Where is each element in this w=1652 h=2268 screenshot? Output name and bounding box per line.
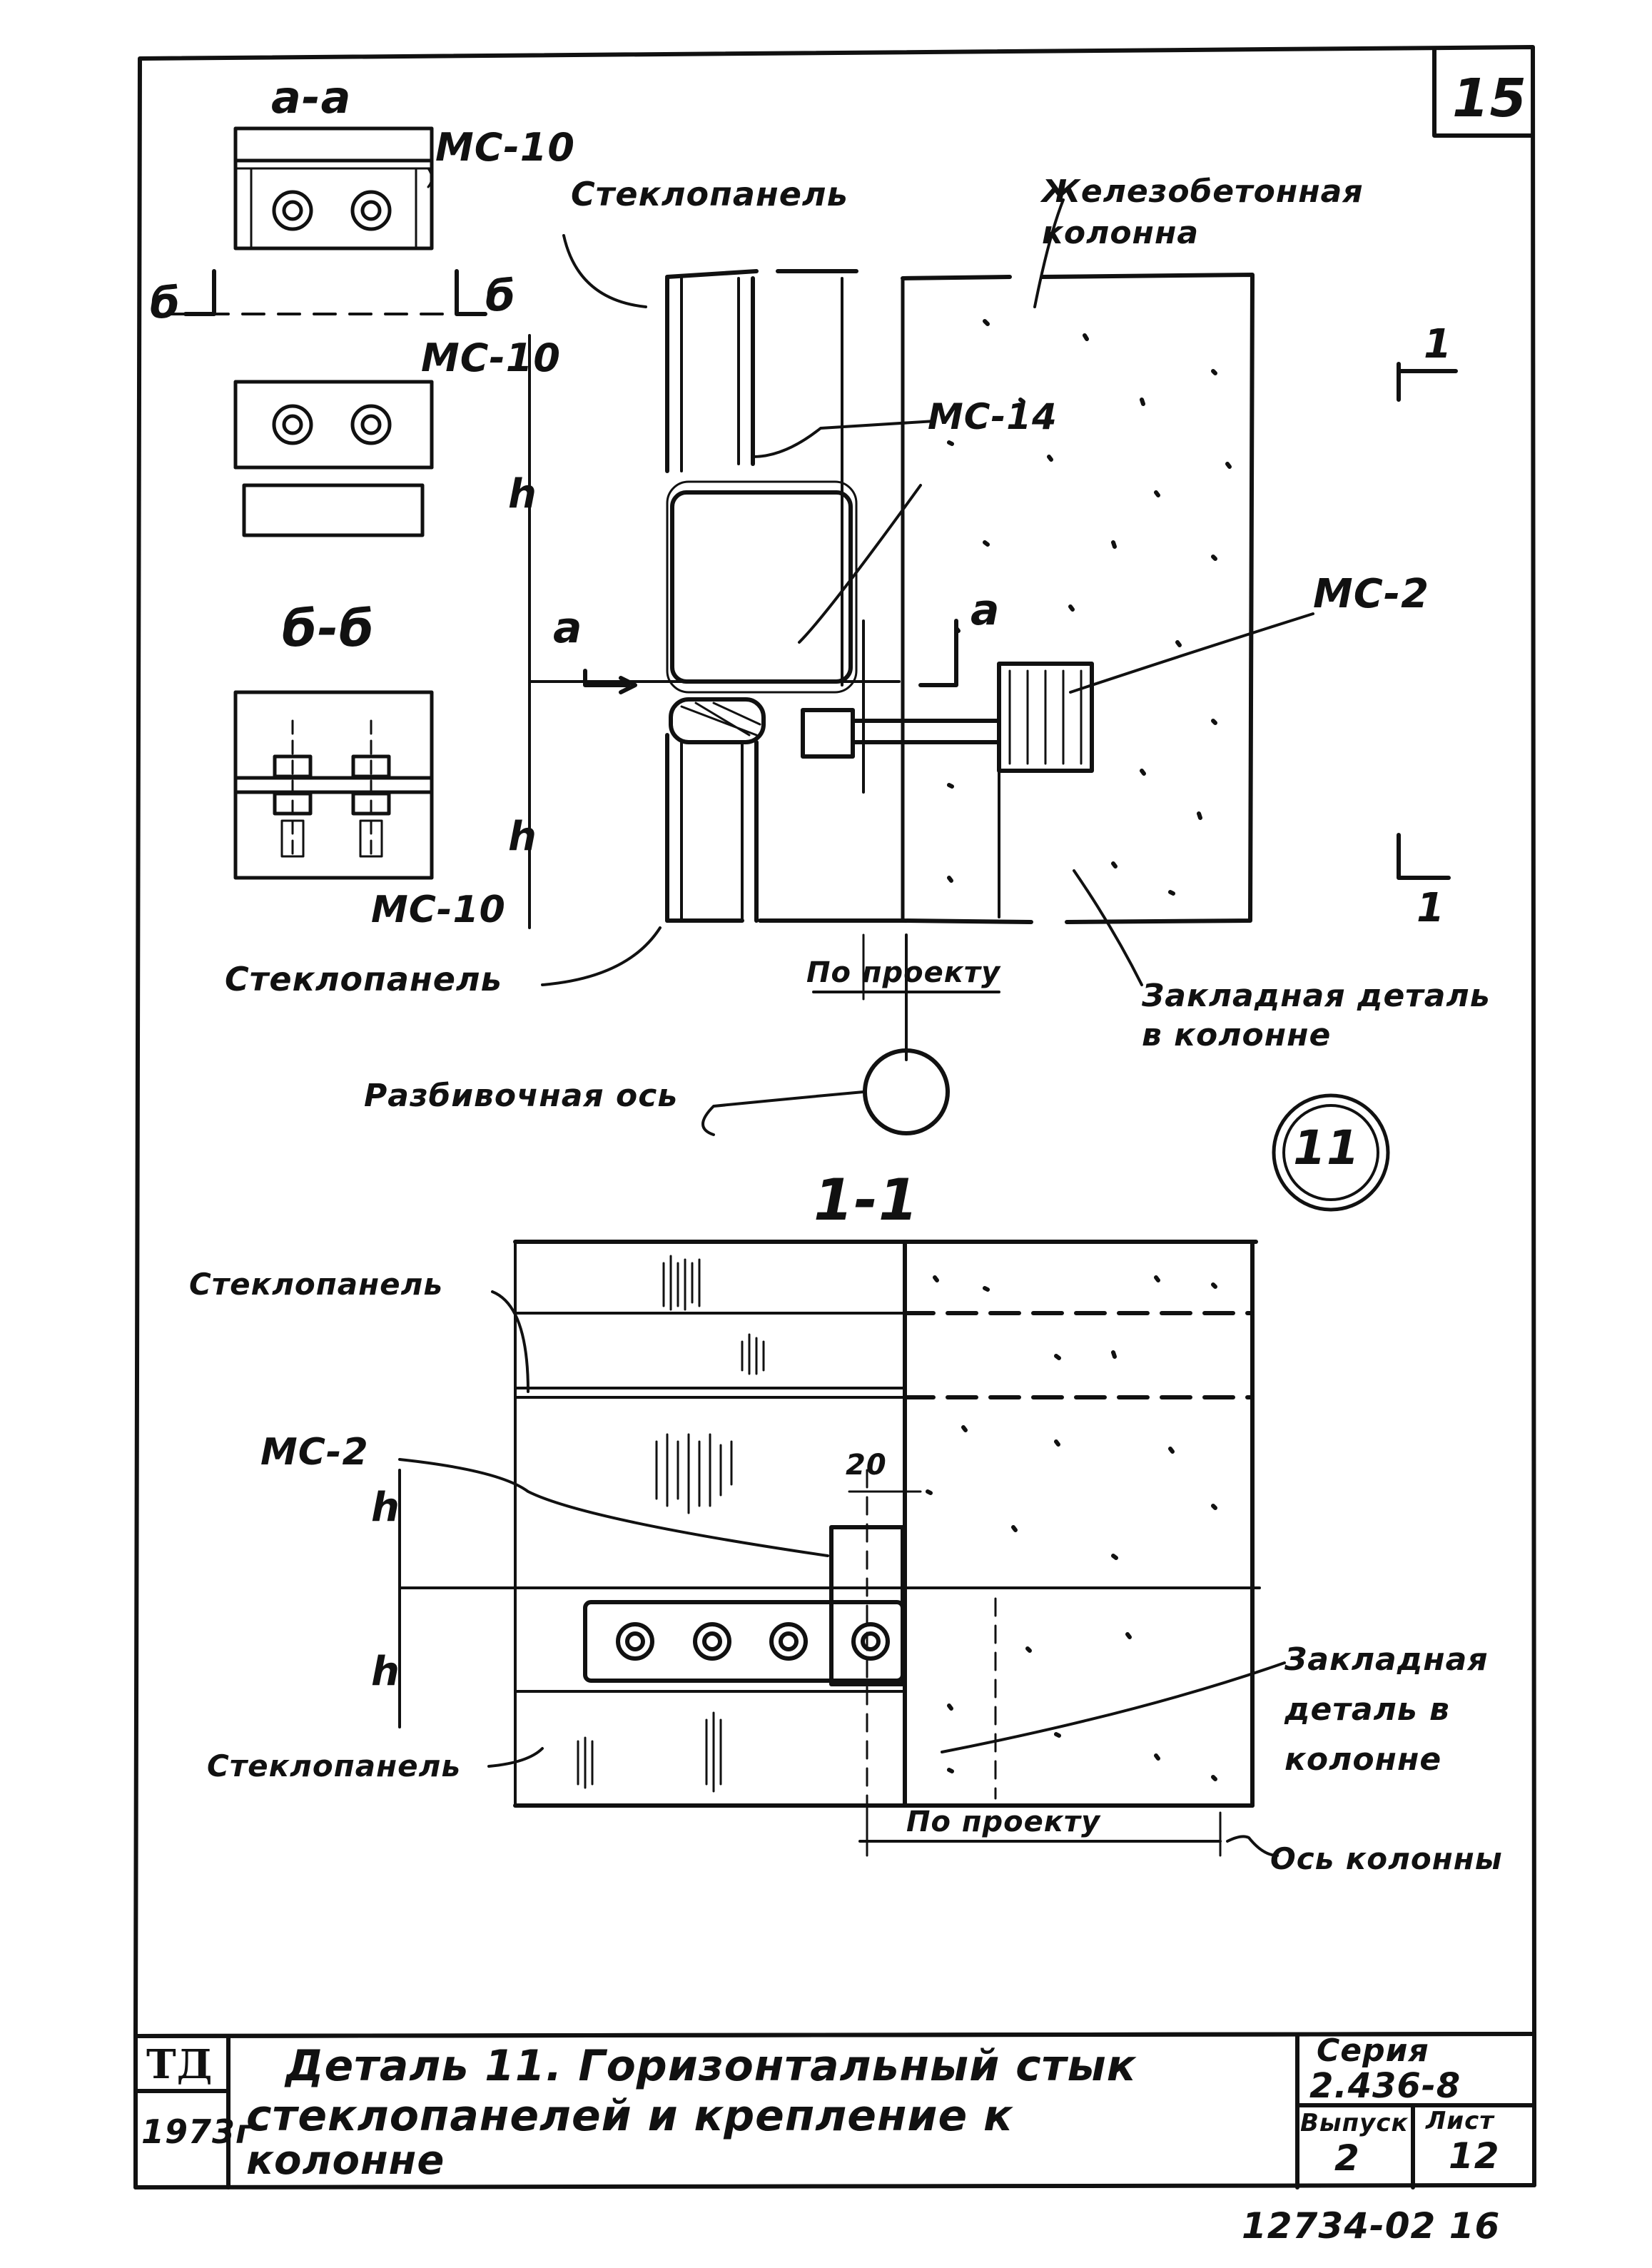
section-mark-top: 1	[1424, 321, 1452, 368]
label-embedded-11-3: колонне	[1284, 1741, 1442, 1778]
series-value: 2.436-8	[1309, 2066, 1461, 2106]
title-block-org: ТД	[146, 2041, 213, 2088]
mid-view-drawing	[233, 380, 434, 537]
label-po-proektu-11: По проекту	[906, 1806, 1101, 1838]
section-aa-title: a-a	[271, 71, 352, 123]
label-embedded-main-1: Закладная деталь	[1142, 978, 1491, 1014]
label-embedded-main-2: в колонне	[1142, 1017, 1332, 1053]
label-ms2-section: МС-2	[260, 1431, 369, 1474]
section-aa-drawing	[233, 126, 434, 250]
label-steklopanel-top: Стеклопанель	[571, 175, 848, 213]
detail-circle-inner	[1282, 1104, 1379, 1201]
detail-circle-outer	[1272, 1093, 1390, 1212]
cut-line-bb	[170, 269, 487, 316]
mid-view-tag: МС-10	[421, 335, 561, 380]
page-number-box	[1432, 48, 1534, 138]
dim-h-top: h	[508, 471, 537, 517]
title-block-year: 1973г	[141, 2112, 254, 2151]
section-11-drawing	[398, 1240, 1286, 1857]
concrete-hatch-section	[926, 1275, 1217, 1781]
dim-h-bottom: h	[508, 814, 537, 860]
concrete-hatch-main	[947, 319, 1232, 896]
label-ms2-main: МС-2	[1313, 571, 1430, 617]
title-line-3: колонне	[246, 2137, 445, 2184]
section-11-title: 1-1	[814, 1167, 919, 1233]
mark-a-right: a	[971, 585, 1000, 635]
sheet-value: 12	[1449, 2135, 1500, 2177]
label-os-kolonny: Ось колонны	[1270, 1841, 1503, 1876]
label-steklopanel-bottom: Стеклопанель	[225, 960, 502, 998]
section-mark-bottom: 1	[1417, 885, 1445, 931]
label-po-proektu-main: По проекту	[806, 956, 1001, 989]
label-embedded-11-1: Закладная	[1284, 1641, 1489, 1678]
issue-value: 2	[1334, 2137, 1360, 2179]
mark-a-left: a	[553, 603, 583, 653]
archive-number: 12734-02 16	[1242, 2205, 1501, 2247]
section-bb-drawing	[233, 690, 434, 880]
detail-number: 11	[1293, 1120, 1360, 1175]
dim-20: 20	[846, 1449, 887, 1482]
sheet-label: Лист	[1426, 2107, 1494, 2135]
dim-h-11-bottom: h	[371, 1649, 400, 1695]
label-steklopanel-11-bottom: Стеклопанель	[207, 1748, 461, 1783]
dim-h-11-top: h	[371, 1484, 400, 1531]
bb-mark-left: б	[150, 278, 181, 328]
section-bb-tag: МС-10	[371, 889, 506, 931]
bb-mark-right: б	[485, 271, 516, 321]
title-line-1: Деталь 11. Горизонтальный стык	[285, 2041, 1137, 2091]
title-block-lines	[133, 2032, 1536, 2189]
section-aa-tag: МС-10	[435, 125, 575, 170]
label-embedded-11-2: деталь в	[1284, 1691, 1450, 1728]
label-steklopanel-11-top: Стеклопанель	[189, 1267, 443, 1302]
section-bb-title: б-б	[282, 599, 375, 658]
label-ms14: МС-14	[928, 396, 1058, 437]
page-number: 15	[1452, 68, 1527, 129]
main-view-drawing	[528, 198, 1458, 1136]
series-label: Серия	[1317, 2032, 1429, 2069]
issue-label: Выпуск	[1300, 2109, 1409, 2137]
glass-hatch-section	[577, 1255, 765, 1793]
label-razbivochnaya: Разбивочная ось	[364, 1078, 679, 1114]
label-column: Железобетонная колонна	[1042, 173, 1364, 251]
title-line-2: стеклопанелей и крепление к	[246, 2091, 1013, 2141]
